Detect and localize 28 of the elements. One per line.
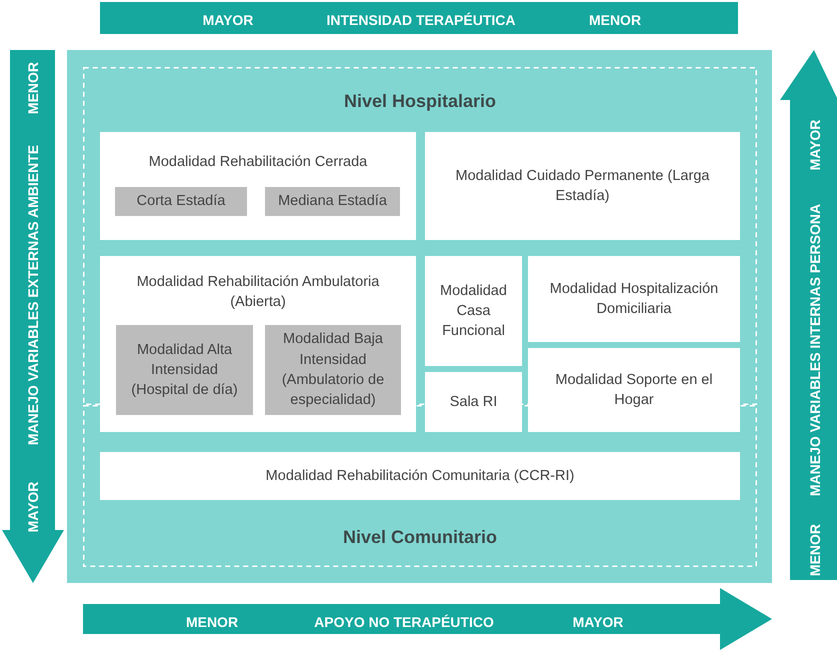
box-heading: Modalidad Rehabilitación Ambulatoria (Abierta) [136, 273, 380, 312]
module-box [100, 256, 416, 432]
box-heading: Modalidad Rehabilitación Cerrada [148, 153, 368, 172]
section-heading: Nivel Comunitario [342, 526, 498, 549]
scale-label: MANEJO VARIABLES INTERNAS PERSONA [807, 204, 823, 496]
section-heading: Nivel Hospitalario [342, 90, 498, 113]
sub-module-box: Modalidad Alta Intensidad (Hospital de día) [116, 325, 253, 415]
scale-label: MENOR [588, 12, 642, 28]
scale-label: MAYOR [25, 482, 41, 532]
scale-label: MENOR [186, 614, 238, 630]
scale-label: MAYOR [202, 12, 254, 28]
sub-module-box: Corta Estadía [115, 187, 247, 216]
scale-label: APOYO NO TERAPÉUTICO [314, 614, 494, 630]
module-box [100, 132, 416, 240]
scale-label: MAYOR [572, 614, 624, 630]
sub-module-box: Modalidad Baja Intensidad (Ambulatorio de especialidad) [265, 325, 401, 415]
module-box: Modalidad Hospitalización Domiciliaria [528, 256, 740, 342]
module-box: Modalidad Soporte en el Hogar [528, 348, 740, 432]
scale-label: INTENSIDAD TERAPÉUTICA [326, 12, 516, 28]
module-box: Modalidad Casa Funcional [425, 256, 522, 366]
scale-label: MENOR [25, 62, 41, 114]
scale-label: MENOR [807, 524, 823, 576]
scale-label: MAYOR [807, 120, 823, 170]
module-box: Sala RI [425, 372, 522, 432]
module-box: Modalidad Cuidado Permanente (Larga Estadía) [425, 132, 740, 240]
scale-label: MANEJO VARIABLES EXTERNAS AMBIENTE [25, 144, 41, 446]
sub-module-box: Mediana Estadía [265, 187, 400, 216]
module-box: Modalidad Rehabilitación Comunitaria (CCR-RI) [100, 452, 740, 500]
